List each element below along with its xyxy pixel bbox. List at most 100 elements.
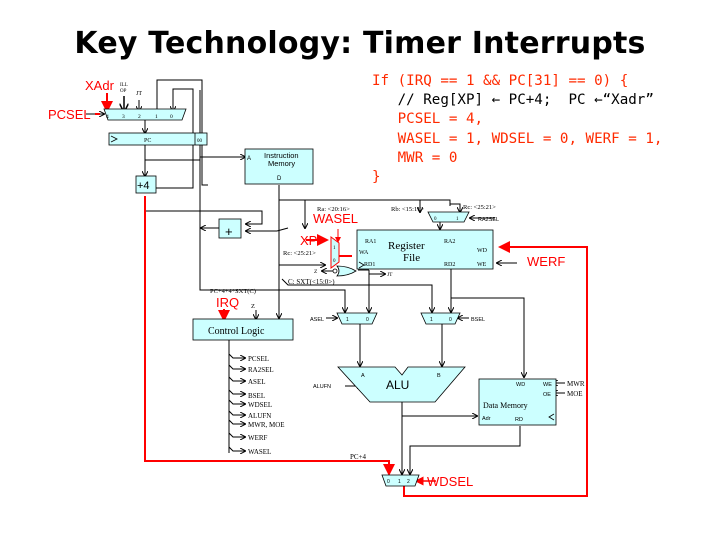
pc-mux [103, 108, 187, 121]
pc-mux-in-1: 1 [155, 114, 158, 120]
wdsel-in-0: 0 [387, 479, 390, 485]
zero-detect [336, 265, 357, 277]
data-memory [478, 378, 557, 426]
control-logic [192, 318, 294, 341]
plus4-adder [135, 175, 157, 194]
wasel-mux [330, 236, 340, 269]
bsel-in-0: 0 [449, 317, 452, 323]
rc-field-top: Rc: <25:21> [463, 204, 496, 211]
pc-mux-in-3: 3 [122, 114, 125, 120]
pc-register [108, 132, 208, 146]
bsel-in-1: 1 [430, 317, 433, 323]
code-line-3: PCSEL = 4, [372, 111, 484, 128]
rb-field: Rb: <15:11> [391, 206, 424, 213]
wdsel-annotation: WDSEL [427, 474, 473, 489]
asel-in-1: 1 [346, 317, 349, 323]
xadr-annotation: XAdr [85, 78, 115, 93]
ra-field: Ra: <20:16> [317, 206, 350, 213]
bsel-label: BSEL [471, 317, 485, 323]
ctrl-out-wdsel: WDSEL [248, 401, 272, 409]
pc-mux-in-2: 2 [138, 114, 141, 120]
wasel-in-0: 0 [333, 259, 336, 264]
control-outputs [228, 353, 245, 451]
regfile-line2: File [403, 252, 420, 264]
wdsel-mux [381, 474, 420, 487]
pc4-label: PC+4 [350, 453, 367, 461]
regfile-ra1: RA1 [365, 239, 376, 245]
dmem-adr: Adr [482, 416, 491, 422]
pc-label: PC [144, 138, 151, 144]
branch-target-label: PC+4+4*SXT(C) [210, 288, 256, 295]
irq-annotation: IRQ [216, 295, 239, 310]
xp-annotation: XP [300, 233, 317, 248]
code-line-6: } [372, 169, 381, 186]
wasel-in-1: 1 [333, 246, 336, 251]
moe-label: MOE [567, 390, 583, 398]
adder-label: + [225, 224, 233, 239]
slide-title: Key Technology: Timer Interrupts [74, 26, 646, 61]
regfile-wa: WA [359, 250, 369, 256]
ra2sel-mux [427, 211, 470, 223]
pc-mux-in-4: 4 [106, 114, 109, 120]
werf-annotation: WERF [527, 254, 565, 269]
ctrl-out-wasel: WASEL [248, 448, 271, 456]
regfile-rd1: RD1 [364, 262, 375, 268]
regfile-line1: Register [388, 240, 425, 252]
alufn-label: ALUFN [313, 384, 331, 390]
alu-label: ALU [386, 378, 409, 392]
illop-label-1: ILL [120, 83, 128, 88]
regfile-ra2: RA2 [444, 239, 455, 245]
ra2sel-label: RA2SEL [478, 217, 499, 223]
control-z-label: Z [251, 303, 255, 310]
ctrl-out-werf: WERF [248, 434, 268, 442]
bsel-mux [420, 312, 461, 325]
code-line-1: If (IRQ == 1 && PC[31] == 0) { [372, 73, 629, 89]
zero-jt-label: JT [387, 272, 393, 278]
wdsel-in-1: 1 [398, 479, 401, 485]
alu-b-label: B [437, 373, 441, 379]
asel-mux [336, 312, 378, 325]
jt-label: JT [136, 91, 142, 97]
c-sxt-label: C: SXT(<15:0>) [288, 278, 335, 286]
wires [145, 79, 524, 474]
dmem-label: Data Memory [483, 401, 528, 410]
pcsel-annotation: PCSEL [48, 107, 91, 122]
wasel-annotation: WASEL [313, 211, 358, 226]
code-line-4: WASEL = 1, WDSEL = 0, WERF = 1, [372, 130, 663, 147]
ctrl-out-ra2sel: RA2SEL [248, 366, 274, 374]
wdsel-in-2: 2 [407, 479, 410, 485]
instruction-memory [244, 148, 314, 185]
ctrl-out-pcsel: PCSEL [248, 355, 269, 363]
rc-field-left: Rc: <25:21> [283, 250, 316, 257]
plus4-label: +4 [137, 180, 150, 192]
branch-adder [218, 218, 242, 239]
ra2sel-in-1: 1 [456, 217, 459, 222]
regfile-rd2: RD2 [444, 262, 455, 268]
regfile-wd: WD [477, 248, 488, 254]
illop-label-2: OP [120, 89, 127, 94]
imem-port-a: A [247, 156, 251, 162]
alu [337, 366, 466, 403]
register-file [356, 229, 494, 270]
dmem-we: WE [543, 382, 552, 388]
ctrl-out-mwr-moe: MWR, MOE [248, 421, 285, 429]
imem-line2: Memory [268, 159, 295, 168]
code-line-2: // Reg[XP] ← PC+4; PC ←“Xadr” [372, 92, 654, 109]
dmem-oe: OE [543, 392, 551, 398]
dmem-rd: RD [515, 417, 523, 423]
mwr-label: MWR [567, 380, 585, 388]
imem-line1: Instruction [264, 151, 299, 160]
alu-a-label: A [361, 373, 365, 379]
zero-z-label: Z [314, 269, 318, 275]
code-line-5: MWR = 0 [372, 149, 458, 166]
ra2sel-in-0: 0 [434, 217, 437, 222]
dmem-wd: WD [516, 382, 525, 388]
red-arrows [95, 93, 436, 486]
ctrl-out-alufn: ALUFN [248, 412, 271, 420]
pc-mux-in-0: 0 [170, 114, 173, 120]
asel-label: ASEL [310, 317, 324, 323]
control-logic-label: Control Logic [208, 326, 265, 337]
ctrl-out-bsel: BSEL [248, 392, 265, 400]
